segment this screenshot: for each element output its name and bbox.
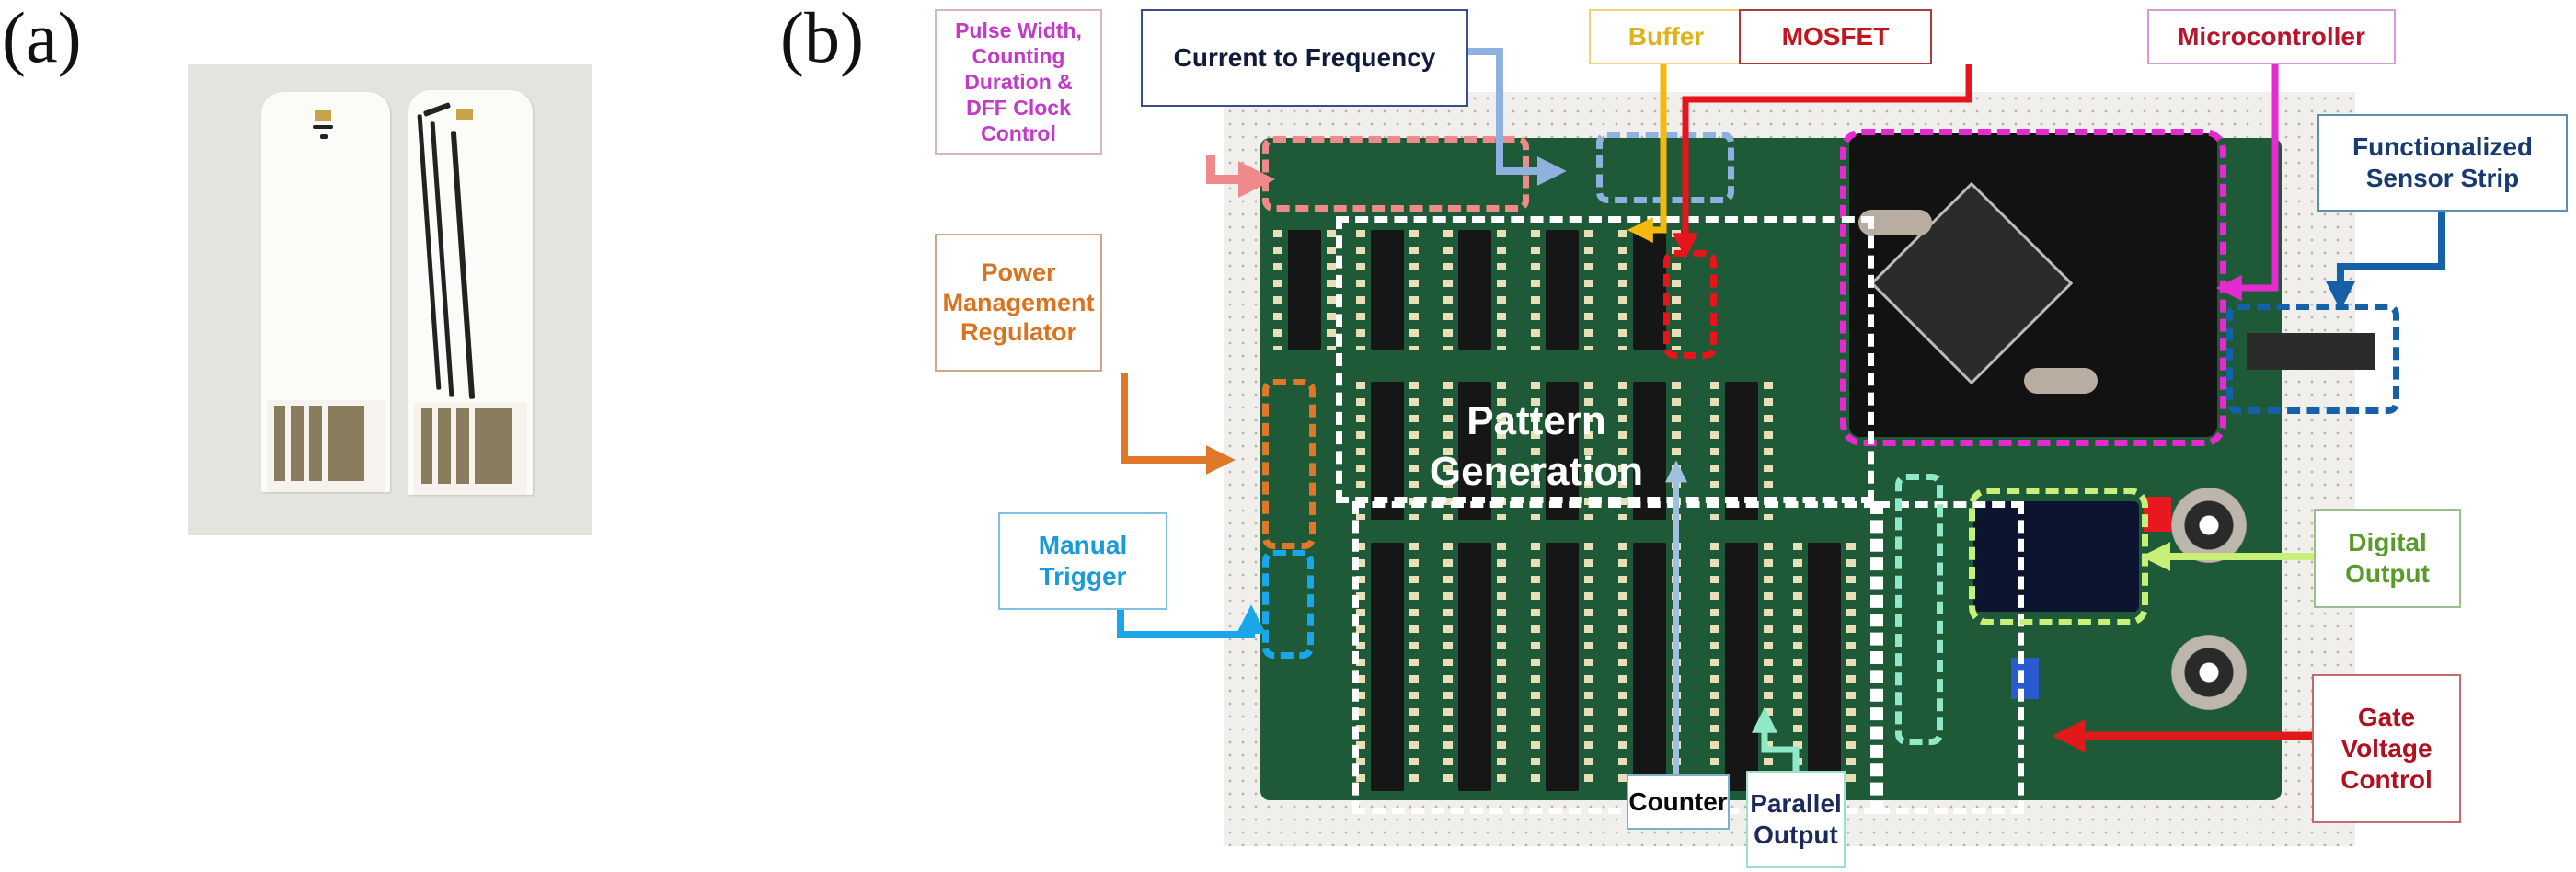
ic-pins	[1273, 230, 1282, 350]
callout-pulse-width: Pulse Width, Counting Duration & DFF Clo…	[935, 9, 1102, 155]
ic-pins	[1584, 382, 1593, 520]
parallel-output-region	[1895, 474, 1943, 745]
ic-pins	[1409, 543, 1419, 791]
callout-microcontroller: Microcontroller	[2147, 9, 2396, 64]
arrow-current-to-frequency	[1466, 48, 1567, 186]
power-management-region	[1262, 379, 1316, 549]
sensor-strip-bare	[261, 92, 390, 492]
ic-pins	[1443, 230, 1453, 350]
callout-sensor-strip: Functionalized Sensor Strip	[2317, 114, 2568, 212]
callout-power-management: Power Management Regulator	[935, 234, 1102, 372]
callout-parallel-output: Parallel Output	[1746, 771, 1846, 868]
arrow-sensor-strip	[2326, 212, 2445, 311]
pattern-generation-label: Pattern Generation	[1417, 396, 1656, 497]
crystal-oscillator	[2024, 368, 2098, 394]
ic-pins	[1531, 230, 1540, 350]
callout-manual-trigger: Manual Trigger	[998, 512, 1167, 610]
ic-pins	[1584, 543, 1593, 791]
ic-pins	[1584, 230, 1593, 350]
callout-digital-output: Digital Output	[2314, 509, 2461, 608]
ic-pins	[1764, 543, 1773, 791]
ic-pins	[1327, 230, 1336, 350]
oled-display	[1973, 501, 2139, 612]
arrow-buffer	[1627, 64, 1667, 243]
dip-ic	[1371, 230, 1404, 350]
arrow-mosfet	[1673, 64, 1972, 259]
ic-pins	[1356, 543, 1365, 791]
ic-pins	[1531, 382, 1540, 520]
ic-pins	[1409, 230, 1419, 350]
arrow-pulse-width	[1206, 155, 1275, 198]
callout-buffer: Buffer	[1589, 9, 1743, 64]
ic-pins	[1497, 230, 1506, 350]
panel-label-a: (a)	[2, 0, 82, 77]
ic-pins	[1443, 543, 1453, 791]
ic-pins	[1443, 382, 1453, 520]
electrode-pad	[456, 109, 473, 120]
ic-pins	[1618, 382, 1627, 520]
contact-pads	[414, 403, 527, 495]
ic-pins	[1710, 543, 1719, 791]
red-led	[2144, 497, 2171, 532]
dip-ic	[1458, 230, 1491, 350]
dip-ic	[1725, 543, 1758, 791]
counter-region	[1877, 501, 2024, 814]
dip-ic	[1633, 543, 1666, 791]
pattern-generation-line2: Generation	[1429, 449, 1644, 494]
dip-ic	[1371, 543, 1404, 791]
ic-pins	[1497, 382, 1506, 520]
electrode-trace	[313, 125, 333, 129]
dip-ic	[1546, 230, 1579, 350]
dip-ic	[1458, 543, 1491, 791]
sensor-strip-region	[2226, 304, 2399, 414]
ic-pins	[1618, 543, 1627, 791]
panel-label-b: (b)	[780, 0, 864, 77]
ic-pins	[1356, 382, 1365, 520]
callout-counter: Counter	[1627, 774, 1730, 830]
sensor-strip-patterned	[408, 90, 533, 495]
manual-trigger-region	[1262, 550, 1314, 659]
bnc-connector-bottom[interactable]	[2171, 635, 2247, 710]
bnc-connector-top[interactable]	[2171, 488, 2247, 563]
ic-pins	[1672, 382, 1681, 520]
inserted-sensor-strip	[2247, 333, 2375, 370]
dip-ic	[1546, 543, 1579, 791]
callout-current-to-frequency: Current to Frequency	[1141, 9, 1468, 107]
callout-gate-voltage: Gate Voltage Control	[2312, 674, 2461, 823]
ic-pins	[1497, 543, 1506, 791]
potentiometer[interactable]	[2011, 658, 2039, 699]
ic-pins	[1764, 382, 1773, 520]
dip-ic	[1288, 230, 1321, 350]
arrow-power-management	[1121, 373, 1236, 475]
ic-pins	[1793, 543, 1802, 791]
ic-pins	[1672, 230, 1681, 350]
arrow-manual-trigger	[1117, 604, 1266, 638]
dip-ic	[1808, 543, 1841, 791]
ic-pins	[1409, 382, 1419, 520]
ic-pins	[1531, 543, 1540, 791]
electrode-pad	[315, 110, 331, 121]
arrow-microcontroller	[2215, 64, 2279, 301]
dip-ic	[1633, 230, 1666, 350]
arrow-parallel-output	[1752, 706, 1800, 773]
contact-pads	[267, 400, 385, 492]
ic-pins	[1846, 543, 1856, 791]
pattern-generation-region-top	[1336, 216, 1874, 503]
pattern-generation-region-bottom	[1352, 501, 1877, 814]
ic-pins	[1710, 382, 1719, 520]
pattern-generation-line1: Pattern	[1466, 398, 1606, 443]
callout-mosfet: MOSFET	[1739, 9, 1932, 64]
ic-pins	[1356, 230, 1365, 350]
ic-pins	[1618, 230, 1627, 350]
sensor-strips-photo	[188, 64, 592, 535]
electrode-dot	[320, 134, 328, 139]
